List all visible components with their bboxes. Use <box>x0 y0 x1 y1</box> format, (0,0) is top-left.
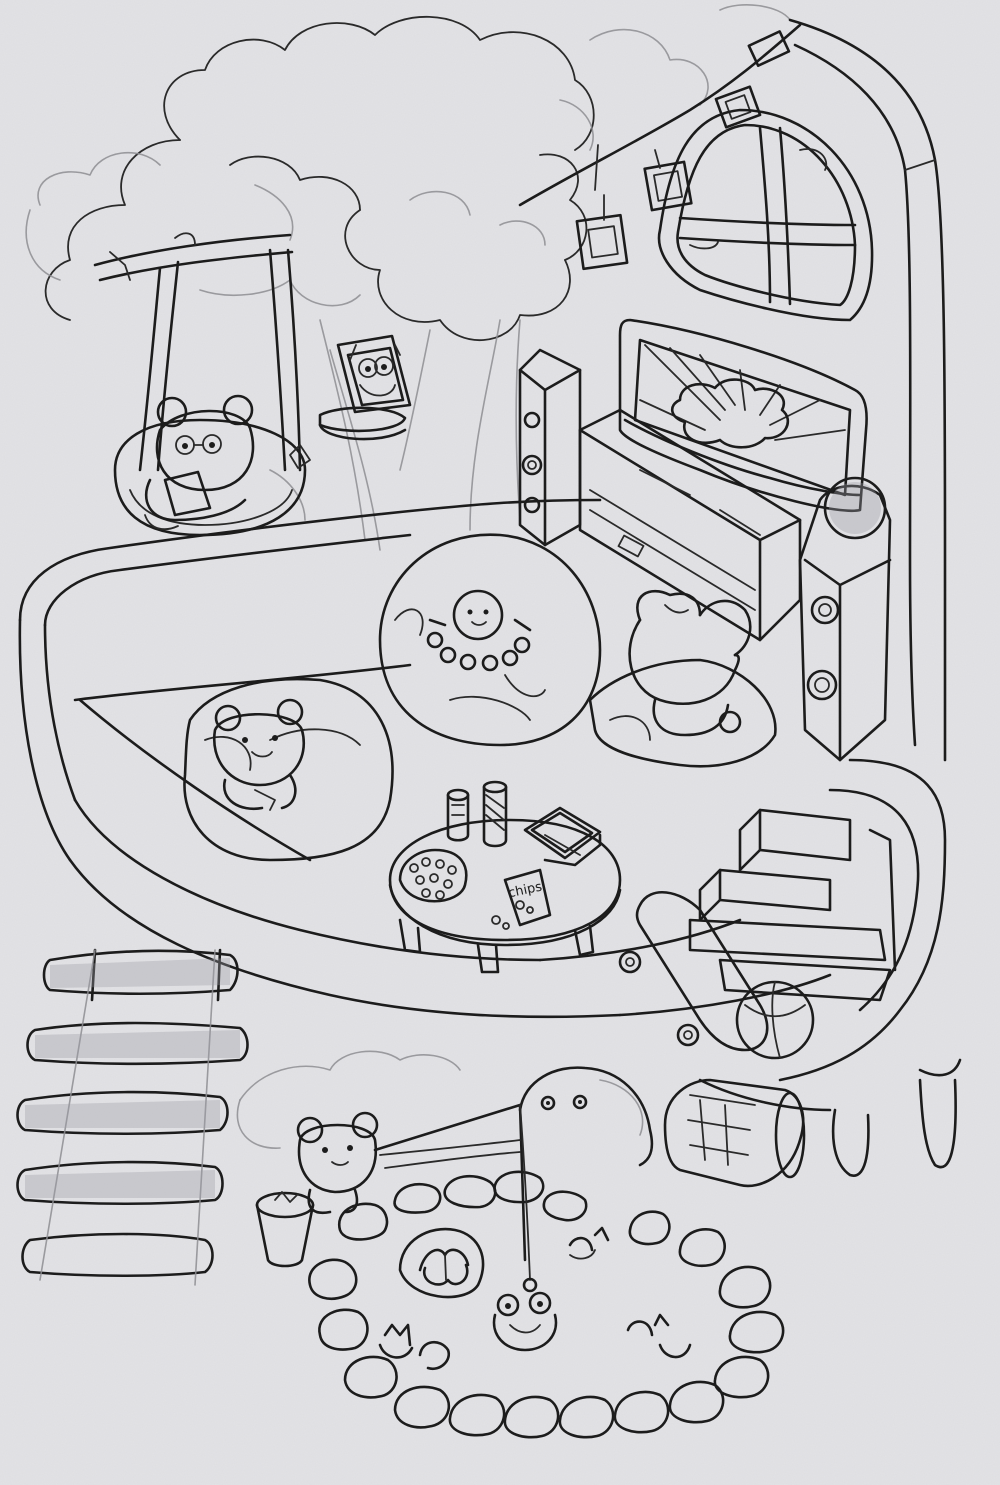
chips-bag-label: chips <box>507 880 544 902</box>
beanbag-bear <box>183 677 394 862</box>
rocking-chair <box>663 1078 806 1188</box>
beanbag-front-tv <box>588 658 777 768</box>
bear-on-swing <box>144 394 255 531</box>
tv <box>618 318 868 513</box>
octopus <box>426 589 546 698</box>
pond-plants <box>378 1226 692 1371</box>
staircase <box>688 808 897 1002</box>
tablet-device <box>523 806 602 867</box>
frog <box>492 1291 558 1352</box>
hanging-photo <box>747 30 791 68</box>
tree-shelf <box>318 334 412 441</box>
fishing-line <box>519 1104 538 1293</box>
drink-can-left <box>446 788 470 842</box>
book-in-hands <box>163 470 212 517</box>
cabinet-handle <box>617 534 645 558</box>
left-ladder <box>16 948 249 1286</box>
snack-bowl <box>398 848 468 903</box>
beanbag-octopus <box>378 533 602 747</box>
drink-can-right <box>482 780 508 848</box>
bear-on-beanbag <box>212 698 305 811</box>
speaker-right <box>798 476 892 762</box>
cloud-on-screen <box>671 378 789 449</box>
snack-table <box>388 818 622 974</box>
blob-ghost <box>518 1066 654 1167</box>
big-eared-friend <box>628 589 752 737</box>
chips-bag: chips <box>491 868 552 930</box>
skateboard <box>618 891 769 1052</box>
flower-pot <box>255 1191 315 1268</box>
tree-swing <box>93 232 307 537</box>
speaker-left <box>518 348 582 547</box>
round-window <box>657 108 874 322</box>
hanging-photo <box>643 149 693 212</box>
framed-picture <box>336 334 412 414</box>
small-bird <box>289 444 311 469</box>
floor-platform <box>18 498 962 1177</box>
ground-area <box>236 1050 644 1149</box>
room-outer-wall <box>788 18 947 762</box>
ball <box>735 980 815 1060</box>
tree-canopy <box>25 4 791 342</box>
photo-string <box>518 23 802 271</box>
pond <box>308 1170 785 1439</box>
lily-pad-flower <box>398 1227 485 1299</box>
hanging-photo <box>575 194 629 271</box>
